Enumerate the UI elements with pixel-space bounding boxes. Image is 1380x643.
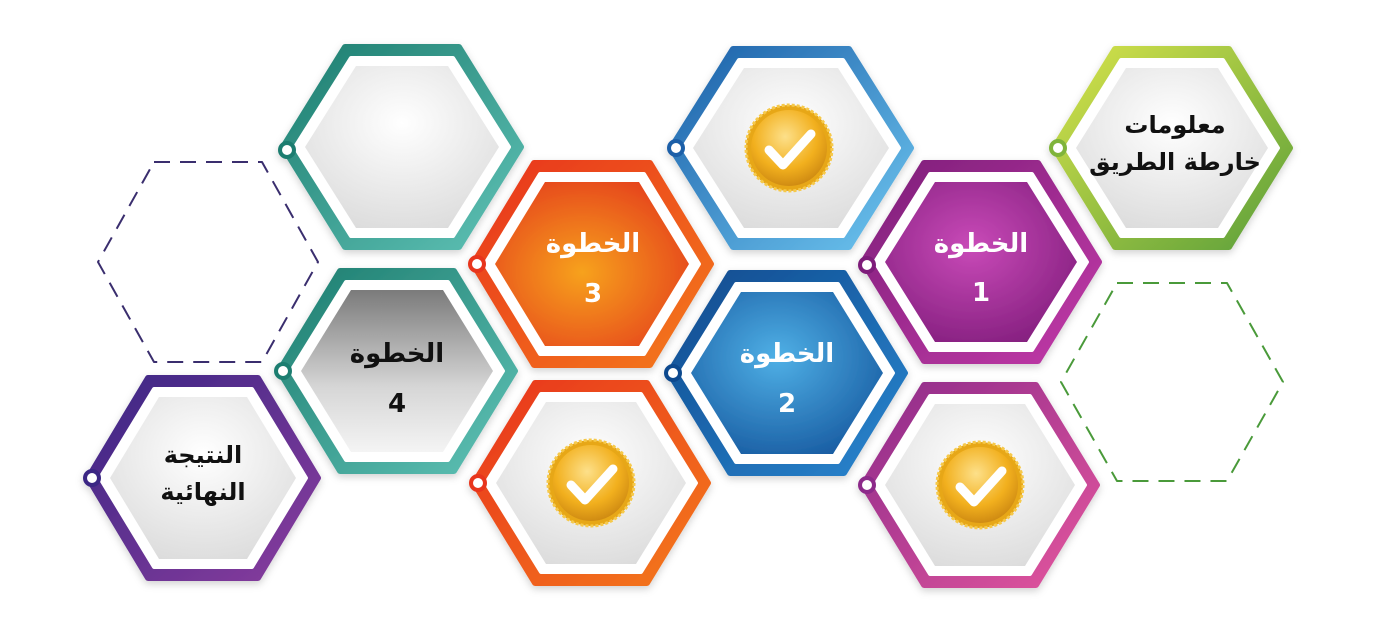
result-title-line1: النتيجة: [164, 441, 242, 469]
gold-check-badge-icon: [935, 440, 1025, 530]
hex-empty-teal: [278, 44, 524, 250]
info-title-line1: معلومات: [1124, 111, 1225, 139]
step-4-number: 4: [388, 389, 406, 419]
step-3-number: 3: [584, 279, 602, 309]
gold-check-badge-icon: [546, 438, 636, 528]
info-title-line2: خارطة الطريق: [1089, 148, 1261, 176]
hex-step-3: [468, 160, 714, 368]
step-4-label: الخطوة: [350, 339, 444, 369]
step-2-number: 2: [778, 389, 796, 419]
gold-check-badge-icon: [744, 103, 834, 193]
hex-step-2: [664, 270, 908, 476]
hex-step-1: [858, 160, 1102, 364]
hex-step-4: [274, 268, 518, 474]
step-1-number: 1: [972, 278, 990, 308]
hex-roadmap-info: [1049, 46, 1293, 250]
hex-final-result: [83, 375, 321, 581]
dashed-hex-right: [1060, 282, 1284, 482]
dashed-hex-left: [97, 161, 319, 363]
step-1-label: الخطوة: [934, 229, 1028, 259]
step-2-label: الخطوة: [740, 339, 834, 369]
step-3-label: الخطوة: [546, 229, 640, 259]
result-title-line2: النهائية: [160, 478, 245, 506]
